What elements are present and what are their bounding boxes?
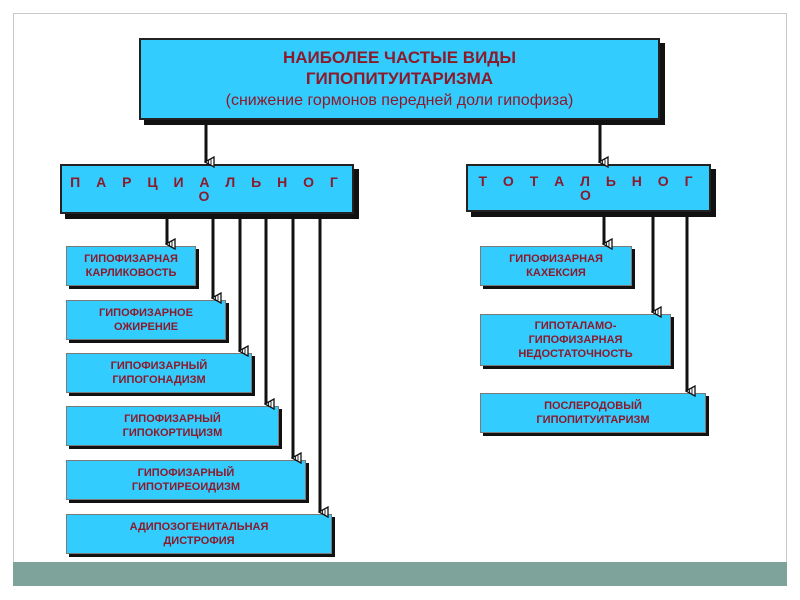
partial-item-hypocorticism: ГИПОФИЗАРНЫЙ ГИПОКОРТИЦИЗМ [66, 406, 279, 446]
partial-item-obesity: ГИПОФИЗАРНОЕ ОЖИРЕНИЕ [66, 300, 226, 340]
partial-heading-box: П А Р Ц И А Л Ь Н О Г О [60, 164, 354, 214]
item-line2: КАХЕКСИЯ [526, 267, 586, 279]
partial-item-dwarfism: ГИПОФИЗАРНАЯ КАРЛИКОВОСТЬ [66, 246, 196, 286]
partial-item-hypogonadism: ГИПОФИЗАРНЫЙ ГИПОГОНАДИЗМ [66, 353, 252, 393]
item-line1: ГИПОФИЗАРНЫЙ [124, 413, 221, 425]
title-line2: ГИПОПИТУИТАРИЗМА [305, 69, 494, 88]
item-line1: ГИПОФИЗАРНАЯ [509, 253, 603, 265]
item-line1: АДИПОЗОГЕНИТАЛЬНАЯ [129, 521, 269, 533]
item-line3: НЕДОСТАТОЧНОСТЬ [518, 348, 633, 360]
title-box: НАИБОЛЕЕ ЧАСТЫЕ ВИДЫ ГИПОПИТУИТАРИЗМА (с… [139, 38, 660, 120]
partial-heading: П А Р Ц И А Л Ь Н О Г О [70, 174, 344, 204]
title-line1: НАИБОЛЕЕ ЧАСТЫЕ ВИДЫ [282, 48, 517, 67]
item-line1: ГИПОФИЗАРНЫЙ [137, 467, 235, 479]
item-line2: ГИПОГОНАДИЗМ [112, 374, 206, 386]
item-line2: ГИПОПИТУИТАРИЗМ [536, 414, 650, 426]
arrow-group [167, 122, 687, 512]
title-subtitle: (снижение гормонов передней доли гипофиз… [225, 92, 574, 109]
item-line2: КАРЛИКОВОСТЬ [85, 267, 177, 279]
item-line2: ОЖИРЕНИЕ [113, 321, 179, 333]
item-line1: ПОСЛЕРОДОВЫЙ [544, 400, 642, 412]
item-line1: ГИПОФИЗАРНОЕ [99, 307, 193, 319]
item-line2: ГИПОКОРТИЦИЗМ [122, 427, 223, 439]
footer-band [13, 562, 787, 586]
total-item-cachexia: ГИПОФИЗАРНАЯ КАХЕКСИЯ [480, 246, 632, 286]
item-line1: ГИПОФИЗАРНАЯ [84, 253, 178, 265]
item-line2: ГИПОТИРЕОИДИЗМ [131, 481, 241, 493]
total-item-postpartum: ПОСЛЕРОДОВЫЙ ГИПОПИТУИТАРИЗМ [480, 393, 706, 433]
partial-item-hypothyroidism: ГИПОФИЗАРНЫЙ ГИПОТИРЕОИДИЗМ [66, 460, 306, 500]
total-heading-box: Т О Т А Л Ь Н О Г О [466, 164, 711, 212]
total-item-hypothalamic: ГИПОТАЛАМО- ГИПОФИЗАРНАЯ НЕДОСТАТОЧНОСТЬ [480, 314, 671, 366]
item-line1: ГИПОФИЗАРНЫЙ [110, 360, 208, 372]
item-line1: ГИПОТАЛАМО- [534, 320, 617, 332]
item-line2: ГИПОФИЗАРНАЯ [528, 334, 623, 346]
total-heading: Т О Т А Л Ь Н О Г О [478, 173, 699, 203]
partial-item-adiposogenital: АДИПОЗОГЕНИТАЛЬНАЯ ДИСТРОФИЯ [66, 514, 332, 554]
item-line2: ДИСТРОФИЯ [163, 535, 235, 547]
